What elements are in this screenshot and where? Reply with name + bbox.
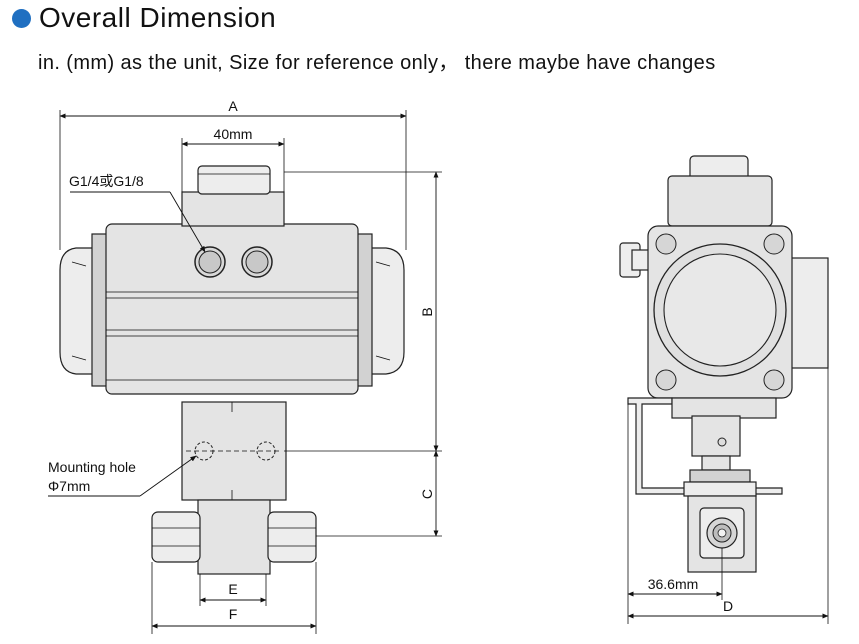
valve-body	[197, 499, 271, 575]
section-header: Overall Dimension	[12, 2, 276, 34]
page-title: Overall Dimension	[39, 2, 277, 33]
dim-a-label: A	[228, 98, 238, 114]
side-pad	[789, 257, 829, 369]
front-view: A 40mm G1/4或G1/8 B C Mounting hole Φ7mm …	[48, 98, 442, 634]
port-thread-label: G1/4或G1/8	[69, 173, 144, 189]
mounting-hole-label: Mounting hole	[48, 459, 136, 475]
top-boss	[181, 191, 285, 227]
right-nut	[267, 511, 317, 563]
dim-d-label: D	[723, 598, 733, 614]
dim-36-6mm-label: 36.6mm	[648, 576, 699, 592]
side-nut	[689, 469, 751, 483]
dim-c-label: C	[419, 489, 435, 499]
side-top-boss	[667, 175, 773, 227]
dim-b-label: B	[419, 307, 435, 316]
side-stem-block	[691, 415, 741, 457]
actuator-body	[105, 223, 359, 395]
top-shaft	[197, 165, 271, 195]
dim-f-label: F	[229, 606, 238, 622]
side-view: 36.6mm D	[619, 155, 829, 624]
dim-40mm-label: 40mm	[214, 126, 253, 142]
bullet-dot-icon	[12, 8, 31, 28]
mounting-hole-size: Φ7mm	[48, 478, 90, 494]
right-end-cap	[369, 247, 405, 375]
dim-e-label: E	[228, 581, 237, 597]
left-nut	[151, 511, 201, 563]
left-end-cap	[59, 247, 95, 375]
page-subtitle: in. (mm) as the unit, Size for reference…	[38, 52, 716, 74]
